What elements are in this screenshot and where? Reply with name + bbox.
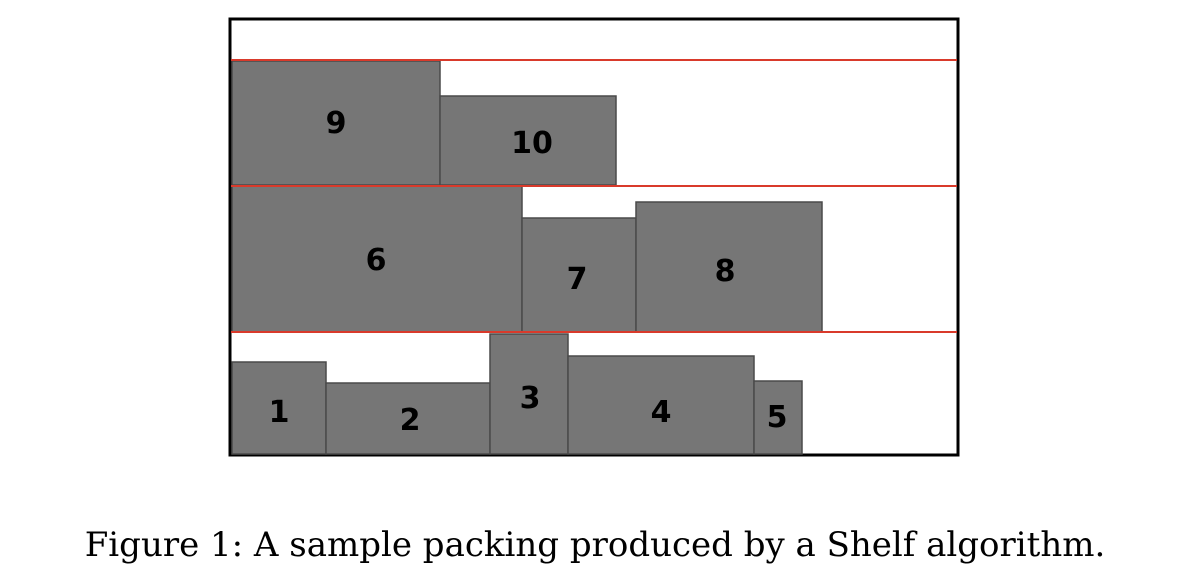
rectangle-2 xyxy=(325,382,491,455)
rectangle-3 xyxy=(489,333,569,455)
packing-diagram: 9 10 6 7 8 1 2 3 4 5 xyxy=(228,17,960,457)
rectangle-label-10: 10 xyxy=(511,126,553,161)
rectangle-6 xyxy=(231,185,523,333)
rectangle-4 xyxy=(567,355,755,455)
rectangle-label-3: 3 xyxy=(520,381,541,416)
rectangle-10 xyxy=(439,95,617,186)
rectangle-label-9: 9 xyxy=(326,106,347,141)
rectangle-label-5: 5 xyxy=(767,400,788,435)
rectangle-label-7: 7 xyxy=(567,262,588,297)
rectangle-label-8: 8 xyxy=(715,254,736,289)
rectangle-8 xyxy=(635,201,823,333)
rectangle-9 xyxy=(231,60,441,186)
rectangle-label-4: 4 xyxy=(651,395,672,430)
rectangle-label-2: 2 xyxy=(400,403,421,438)
rectangle-label-1: 1 xyxy=(269,395,290,430)
rectangle-7 xyxy=(521,217,637,333)
rectangle-1 xyxy=(231,361,327,455)
rectangle-label-6: 6 xyxy=(366,243,387,278)
rectangle-5 xyxy=(753,380,803,455)
figure-caption: Figure 1: A sample packing produced by a… xyxy=(84,525,1106,565)
